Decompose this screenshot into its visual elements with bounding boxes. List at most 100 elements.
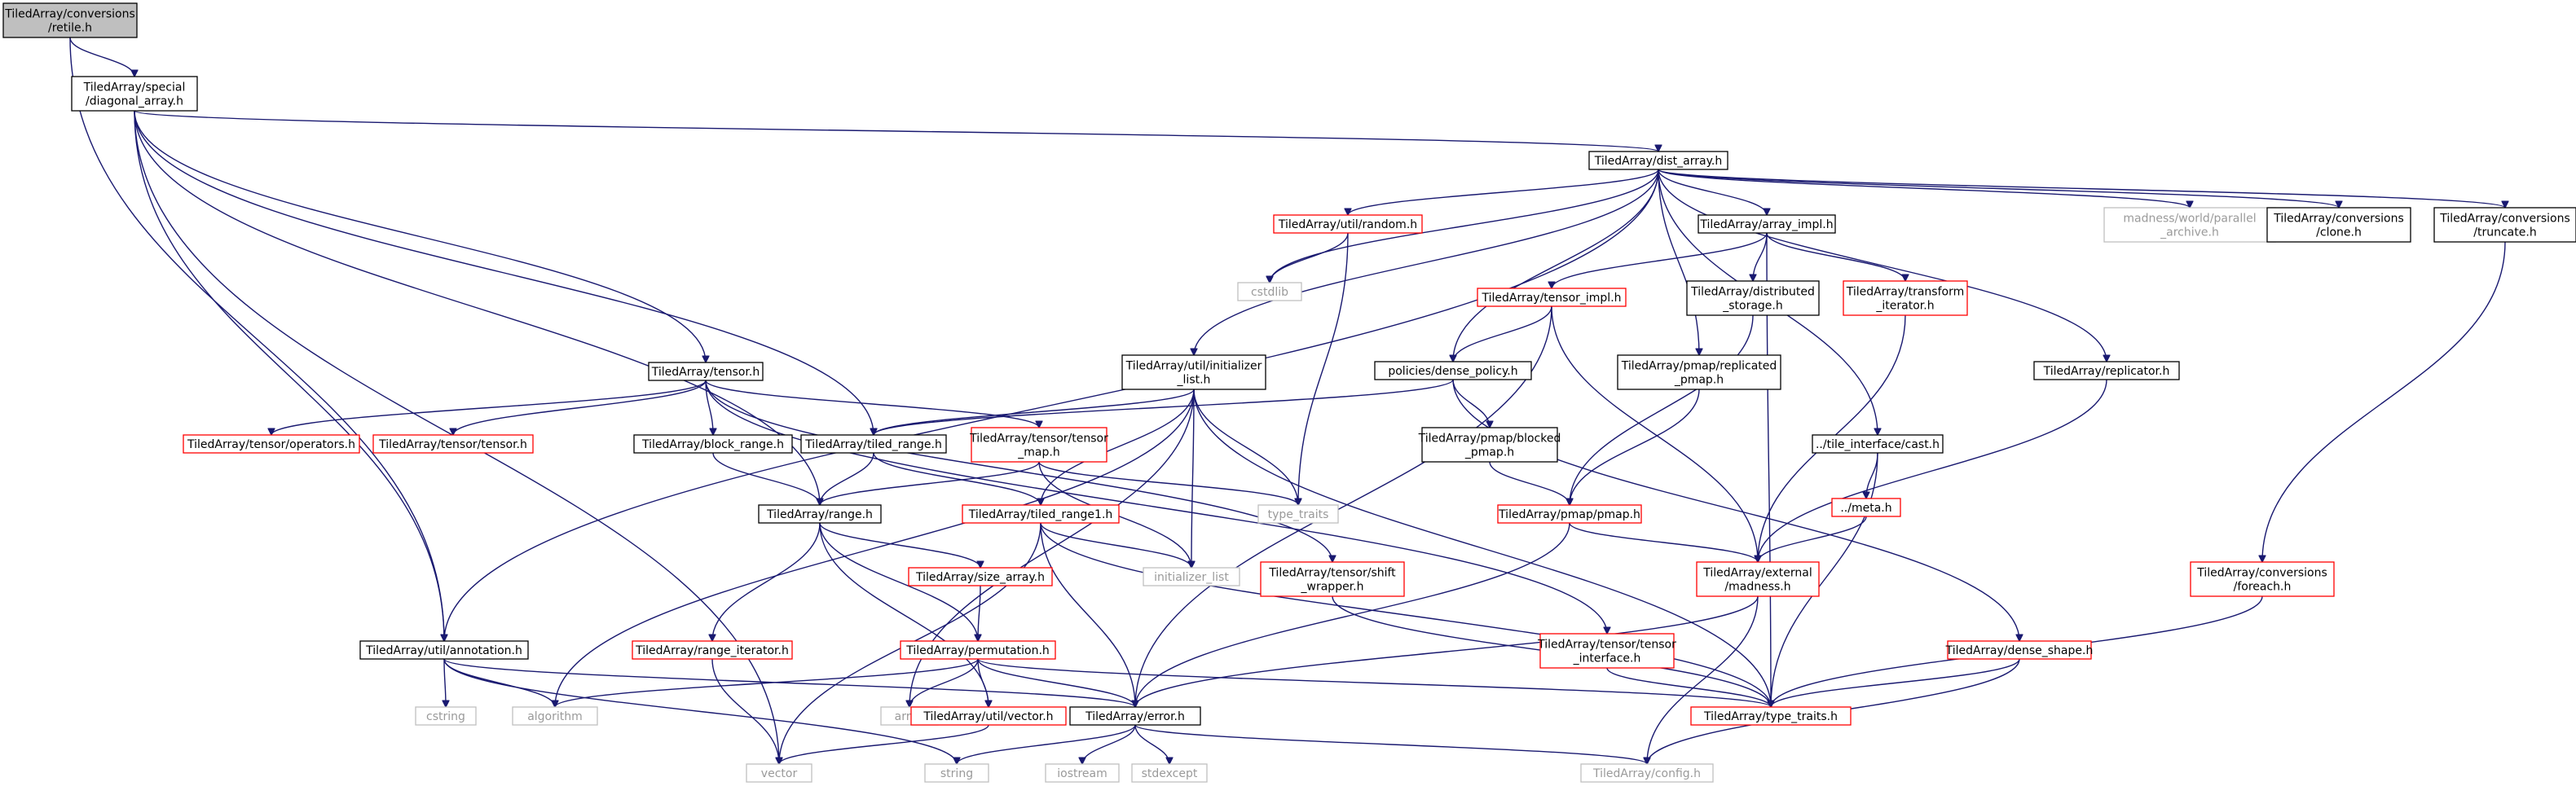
edge-pmap_pmap-to-error_h — [1135, 522, 1570, 707]
node-label: TiledArray/dense_shape.h — [1945, 644, 2094, 657]
node-box — [648, 362, 764, 381]
node-box — [1831, 498, 1901, 517]
node-range_iterator[interactable]: TiledArray/range_iterator.h — [632, 640, 793, 660]
node-box — [1260, 561, 1405, 597]
node-replicator[interactable]: TiledArray/replicator.h — [2033, 361, 2180, 380]
node-box — [183, 434, 360, 454]
node-box — [1580, 763, 1714, 783]
node-label: algorithm — [527, 710, 583, 723]
node-box — [1257, 504, 1339, 524]
node-label: TiledArray/util/initializer — [1125, 360, 1262, 373]
node-tensor_interface[interactable]: TiledArray/tensor/tensor_interface.h — [1537, 633, 1676, 669]
edge-tensor_h-to-block_range — [705, 380, 713, 435]
node-transform_iterator[interactable]: TiledArray/transform_iterator.h — [1843, 280, 1968, 316]
node-label: TiledArray/external — [1702, 567, 1812, 580]
node-box — [2033, 361, 2180, 380]
node-label: TiledArray/util/vector.h — [923, 710, 1053, 723]
edge-initializer_list_h-to-type_traits_std — [1193, 389, 1298, 505]
edge-initializer_list_h-to-tiled_range — [874, 389, 1195, 435]
node-meta[interactable]: ../meta.h — [1831, 498, 1901, 517]
edge-diagonal_array-to-annotation — [134, 110, 444, 641]
node-size_array[interactable]: TiledArray/size_array.h — [908, 567, 1053, 586]
edge-diagonal_array-to-range_h — [134, 110, 820, 505]
node-label: TiledArray/size_array.h — [915, 571, 1045, 584]
node-annotation[interactable]: TiledArray/util/annotation.h — [359, 640, 529, 660]
edge-tensor_impl-to-dense_policy — [1453, 305, 1552, 362]
node-retile[interactable]: TiledArray/conversions/retile.h — [2, 2, 138, 38]
node-label: TiledArray/util/annotation.h — [365, 644, 522, 657]
node-tensor_impl[interactable]: TiledArray/tensor_impl.h — [1477, 288, 1627, 307]
node-label: TiledArray/tensor_impl.h — [1481, 292, 1621, 305]
node-label: TiledArray/array_impl.h — [1699, 218, 1833, 231]
node-type_traits_ta[interactable]: TiledArray/type_traits.h — [1690, 706, 1852, 726]
node-vector_std: vector — [746, 763, 812, 783]
node-box — [971, 427, 1107, 463]
node-pmap_replicated[interactable]: TiledArray/pmap/replicated_pmap.h — [1617, 354, 1781, 390]
node-box — [746, 763, 812, 783]
edge-pmap_pmap-to-external_madness — [1569, 522, 1758, 562]
node-util_vector[interactable]: TiledArray/util/vector.h — [910, 706, 1067, 726]
edge-annotation-to-cstring — [444, 658, 446, 707]
edge-tiled_range1-to-type_traits_ta — [1040, 522, 1771, 707]
node-pmap_pmap[interactable]: TiledArray/pmap/pmap.h — [1497, 504, 1642, 524]
node-conv_clone[interactable]: TiledArray/conversions/clone.h — [2266, 207, 2411, 243]
node-box — [1588, 151, 1728, 170]
node-tiled_range[interactable]: TiledArray/tiled_range.h — [800, 434, 947, 454]
node-initializer_list_std: initializer_list — [1143, 567, 1240, 586]
edge-replicator-to-external_madness — [1758, 379, 2107, 562]
node-dense_shape[interactable]: TiledArray/dense_shape.h — [1945, 640, 2094, 660]
edge-array_impl-to-transform_iterator — [1766, 232, 1905, 281]
edge-initializer_list_h-to-initializer_list_std — [1191, 389, 1194, 568]
node-array_impl[interactable]: TiledArray/array_impl.h — [1698, 214, 1836, 234]
node-pmap_blocked[interactable]: TiledArray/pmap/blocked_pmap.h — [1418, 427, 1561, 463]
node-label: madness/world/parallel — [2123, 213, 2256, 226]
node-diagonal_array[interactable]: TiledArray/special/diagonal_array.h — [71, 76, 198, 112]
node-label: vector — [761, 767, 798, 780]
node-label: TiledArray/conversions — [2439, 213, 2570, 226]
edge-dist_array-to-pmap_replicated — [1658, 169, 1699, 355]
node-range_h[interactable]: TiledArray/range.h — [758, 504, 882, 524]
node-label: TiledArray/tensor/tensor.h — [378, 438, 527, 451]
node-label: policies/dense_policy.h — [1388, 365, 1517, 378]
node-tiled_range1[interactable]: TiledArray/tiled_range1.h — [962, 504, 1120, 524]
node-block_range[interactable]: TiledArray/block_range.h — [633, 434, 793, 454]
node-external_madness[interactable]: TiledArray/external/madness.h — [1696, 561, 1820, 597]
node-label: /foreach.h — [2234, 581, 2292, 594]
node-tensor_map[interactable]: TiledArray/tensor/tensor_map.h — [969, 427, 1108, 463]
node-label: TiledArray/pmap/replicated — [1621, 360, 1777, 373]
node-cstdlib: cstdlib — [1237, 282, 1302, 301]
node-tensor_operators[interactable]: TiledArray/tensor/operators.h — [183, 434, 360, 454]
edge-dist_array-to-util_random — [1348, 169, 1659, 215]
node-box — [1131, 763, 1208, 783]
node-config: TiledArray/config.h — [1580, 763, 1714, 783]
edge-range_h-to-range_iterator — [712, 522, 821, 641]
node-box — [632, 640, 793, 660]
node-box — [2103, 207, 2276, 243]
edge-tensor_map-to-type_traits_std — [1038, 461, 1298, 505]
node-cast[interactable]: ../tile_interface/cast.h — [1812, 434, 1944, 454]
node-tensor_h[interactable]: TiledArray/tensor.h — [648, 362, 764, 381]
node-dense_policy[interactable]: policies/dense_policy.h — [1374, 361, 1532, 380]
node-label: TiledArray/tiled_range.h — [804, 438, 942, 451]
node-dist_array[interactable]: TiledArray/dist_array.h — [1588, 151, 1728, 170]
edge-permutation-to-error_h — [977, 658, 1135, 707]
edge-util_random-to-type_traits_std — [1298, 232, 1349, 505]
node-label: TiledArray/tensor/operators.h — [187, 438, 355, 451]
node-tensor_tensor[interactable]: TiledArray/tensor/tensor.h — [372, 434, 534, 454]
node-permutation[interactable]: TiledArray/permutation.h — [900, 640, 1056, 660]
edge-diagonal_array-to-tensor_h — [134, 110, 706, 362]
node-util_random[interactable]: TiledArray/util/random.h — [1273, 214, 1423, 234]
node-error_h[interactable]: TiledArray/error.h — [1069, 706, 1201, 726]
node-box — [2266, 207, 2411, 243]
node-conv_truncate[interactable]: TiledArray/conversions/truncate.h — [2433, 207, 2576, 243]
node-label: ../meta.h — [1840, 502, 1891, 515]
node-conv_foreach[interactable]: TiledArray/conversions/foreach.h — [2190, 561, 2335, 597]
edge-dist_array-to-initializer_list_h — [1194, 169, 1659, 355]
node-box — [1690, 706, 1852, 726]
node-initializer_list_h[interactable]: TiledArray/util/initializer_list.h — [1121, 354, 1266, 390]
node-tensor_shift[interactable]: TiledArray/tensor/shift_wrapper.h — [1260, 561, 1405, 597]
edge-dense_policy-to-tiled_range — [874, 379, 1454, 436]
edge-tiled_range1-to-initializer_list_std — [1040, 522, 1191, 568]
edge-dense_policy-to-dense_shape — [1452, 379, 2019, 641]
node-distributed_storage[interactable]: TiledArray/distributed_storage.h — [1686, 280, 1820, 316]
